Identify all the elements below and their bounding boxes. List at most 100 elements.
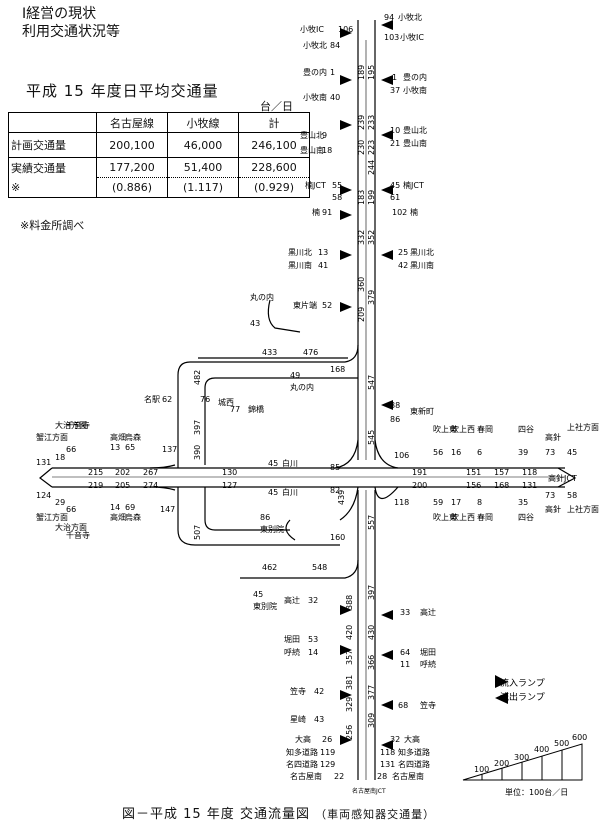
ramp-label: 黒川北: [288, 248, 312, 257]
ramp-label: 上社方面: [567, 422, 599, 432]
mainline-value: 189: [357, 65, 366, 80]
west-labels: 215 202 267 219 205 274 130 127 45 白川 45…: [36, 420, 298, 540]
jct-label: 名古屋南JCT: [352, 787, 386, 795]
ramp-value: 1: [392, 73, 397, 82]
ramp-value: 49: [290, 371, 300, 380]
figure-caption: 図－平成 15 年度 交通流量図 （車両感知器交通量）: [122, 803, 435, 822]
section-heading: Ⅰ経営の現状: [22, 6, 97, 22]
ramp-value: 88: [390, 401, 400, 410]
scale-unit: 単位：100台／日: [505, 787, 568, 797]
ramp-label: 大高: [404, 734, 420, 744]
mainline-value: 131: [522, 481, 537, 490]
mainline-value: 420: [345, 625, 354, 640]
ramp-label: 高針: [545, 432, 561, 442]
mainline-value: 547: [367, 375, 376, 390]
ramp-label: 大高: [295, 734, 311, 744]
ramp-value: 59: [433, 498, 443, 507]
loop-value: 557: [367, 515, 376, 530]
loop-value: 168: [330, 365, 345, 374]
ramp-label: 黒川北: [410, 248, 434, 257]
scale-tick: 300: [514, 753, 529, 762]
ramp-label: 黒川南: [410, 260, 434, 270]
ramp-label: 豊山南: [403, 138, 427, 148]
ramp-label: 知多道路: [398, 747, 430, 757]
ramp-label: 白川: [282, 487, 298, 497]
ramp-value: 86: [260, 513, 270, 522]
ramp-label: 四谷: [518, 425, 534, 434]
mainline-value: 360: [357, 277, 366, 292]
ramp-value: 58: [567, 491, 577, 500]
loop-value: 85: [330, 463, 340, 472]
ramp-value: 21: [390, 139, 400, 148]
ramp-value: 91: [322, 208, 332, 217]
center-labels: 43 丸の内 433 476 168 49 丸の内 名駅 62 482 77 錦…: [144, 292, 434, 611]
ramp-value: 37: [390, 86, 400, 95]
ramp-value: 32: [308, 596, 318, 605]
ramp-value: 43: [250, 319, 260, 328]
ramp-label: 楠: [410, 207, 418, 217]
scale-tick: 600: [572, 733, 587, 742]
south-labels: 388 420 357 381 329 256 397 430 366 377 …: [284, 585, 436, 795]
ramp-value: 25: [398, 248, 408, 257]
ramp-label: 高畑: [110, 432, 126, 442]
mainline-value: 151: [466, 468, 481, 477]
ramp-value: 26: [322, 735, 332, 744]
ramp-value: 18: [55, 453, 65, 462]
ramp-label: 蟹江方面: [36, 512, 68, 522]
mainline-value: 191: [412, 468, 427, 477]
mainline-value: 230: [357, 140, 366, 155]
loop-value: 397: [193, 420, 202, 435]
ramp-value: 61: [390, 193, 400, 202]
ramp-label: 高辻: [284, 595, 300, 605]
mainline-value: 209: [357, 307, 366, 322]
ramp-value: 58: [332, 193, 342, 202]
ramp-label: 東別院: [253, 601, 277, 611]
east-labels: 191 151 157 118 200 156 168 131 56 吹上東 1…: [412, 422, 599, 522]
ramp-value: 52: [322, 301, 332, 310]
loop-value: 137: [162, 445, 177, 454]
table-ratio: (1.117): [167, 177, 239, 198]
ramp-value: 32: [390, 735, 400, 744]
ramp-value: 45: [390, 181, 400, 190]
scale-tick: 100: [474, 765, 489, 774]
ramp-label: 丸の内: [250, 292, 274, 302]
mainline-value: 379: [367, 290, 376, 305]
loop-value: 147: [160, 505, 175, 514]
table-cell: 46,000: [167, 132, 239, 158]
col-header-nagoya: 名古屋線: [96, 112, 168, 133]
mainline-value: 157: [494, 468, 509, 477]
mainline-value: 357: [345, 650, 354, 665]
ramp-label: 楠JCT: [305, 180, 326, 190]
mainline-value: 352: [367, 230, 376, 245]
mainline-value: 219: [88, 481, 103, 490]
mainline-value: 168: [494, 481, 509, 490]
ramp-value: 13: [110, 443, 120, 452]
ramp-label: 高針: [545, 504, 561, 514]
ramp-label: 豊山南: [300, 145, 324, 155]
scale-tick: 500: [554, 739, 569, 748]
col-header-komaki: 小牧線: [167, 112, 239, 133]
ramp-label: 小牧南: [403, 85, 427, 95]
mainline-value: 205: [115, 481, 130, 490]
mainline-value: 239: [357, 115, 366, 130]
ramp-label: 吹上東: [433, 424, 457, 434]
section-subheading: 利用交通状況等: [22, 24, 120, 40]
ramp-label: 東新町: [410, 406, 434, 416]
ramp-label: 小牧北: [303, 40, 327, 50]
ramp-label: 笠寺: [420, 700, 436, 710]
scale-tick: 200: [494, 759, 509, 768]
ramp-label: 名四道路: [286, 759, 318, 769]
scale-bar: 100 200 300 400 500 600 単位：100台／日: [462, 733, 587, 797]
ramp-value: 129: [320, 760, 335, 769]
ramp-value: 9: [322, 131, 327, 140]
mainline-value: 233: [367, 115, 376, 130]
mainline-value: 200: [412, 481, 427, 490]
ramp-label: 蟹江方面: [36, 432, 68, 442]
ramp-label: 錦橋: [248, 404, 264, 414]
ramp-value: 43: [314, 715, 324, 724]
ramp-label: 城西: [218, 398, 234, 407]
ramp-value: 62: [162, 395, 172, 404]
ramp-label: 春岡: [477, 424, 493, 434]
ramp-label: 大治方面: [55, 522, 87, 532]
ramp-value: 73: [545, 448, 555, 457]
